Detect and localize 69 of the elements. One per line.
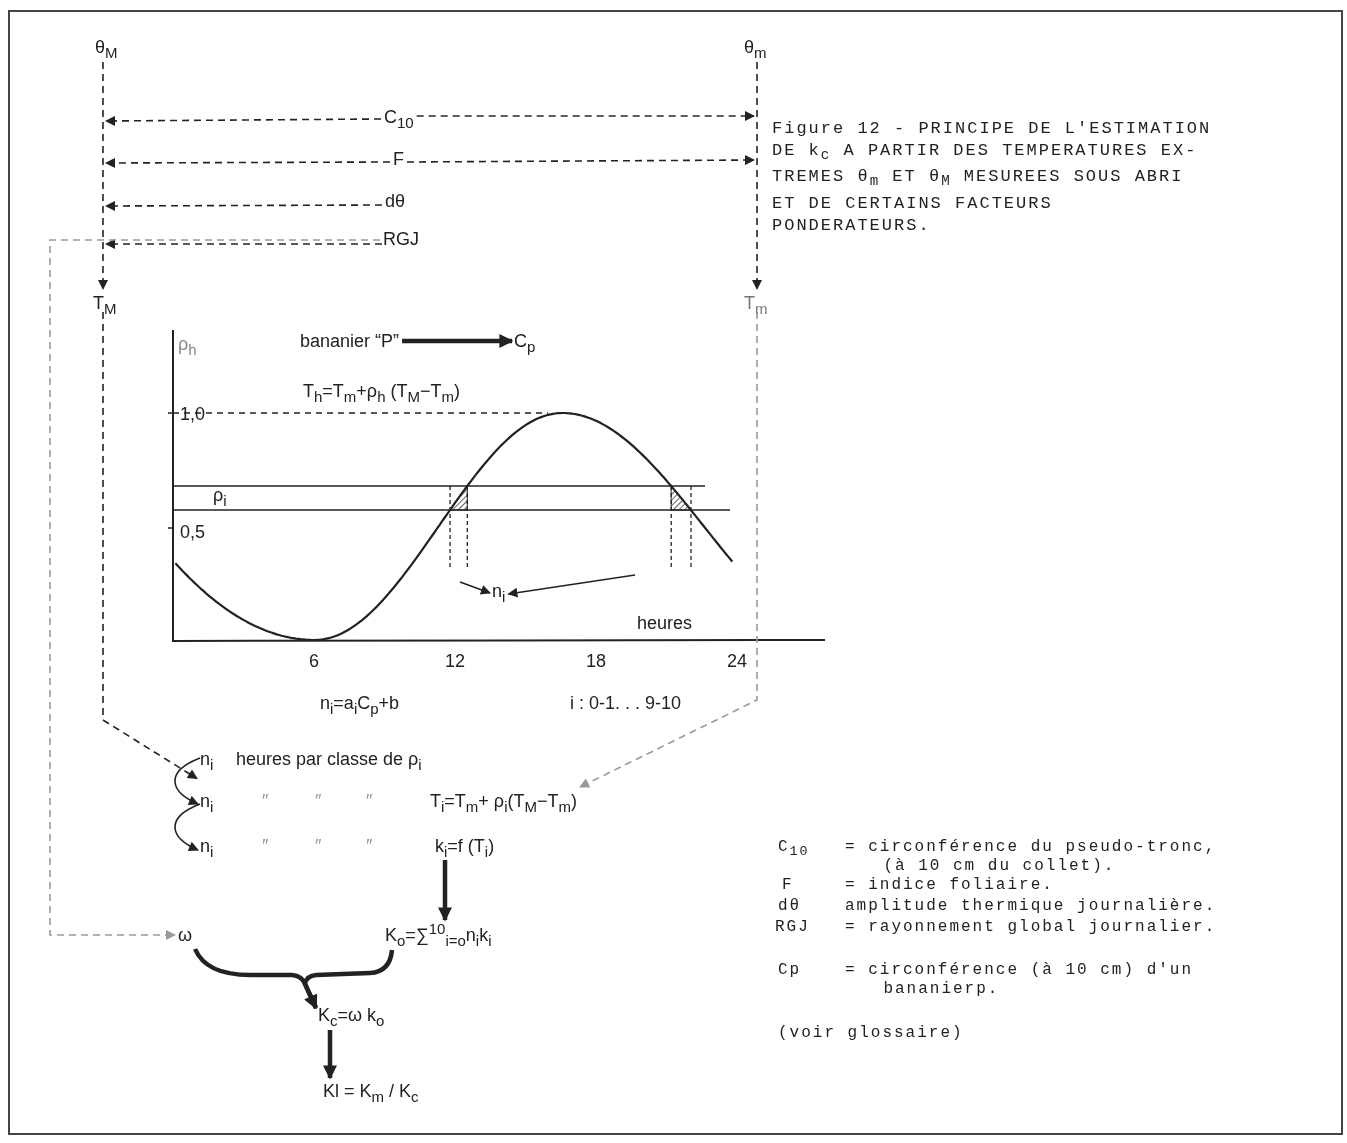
variable-label: n$_{i}$ [200,790,214,818]
glossary-term: F [782,876,794,895]
variable-label: dθ [385,190,406,212]
ditto-mark: ″ [366,835,373,857]
axis-label: heures [637,612,693,634]
tick-label: 18 [586,650,607,672]
variable-label: F [393,148,404,170]
formula: K$_{c}$=ω k$_{o}$ [318,1004,385,1032]
arrow [174,757,201,805]
glossary-definition: = indice foliaire. [845,876,1055,895]
glossary-definition: = circonférence (à 10 cm) d'un bananierp. [845,961,1195,999]
variable-label: ω [178,924,193,946]
tick-label: 24 [727,650,748,672]
description-text: heures par classe de ρ$_{i}$ [236,748,422,775]
ditto-mark: ″ [315,790,322,812]
level-label: ρ$_{i}$ [213,484,227,511]
variable-label: θ$_{M}$ [95,36,118,64]
formula: k$_{i}$=f (T$_{i}$) [435,835,495,863]
tick-label: 0,5 [180,521,206,543]
arrow [174,803,201,851]
ditto-mark: ″ [262,790,269,812]
tick-label: 1,0 [180,403,206,425]
dashed-arrow [579,311,758,788]
ditto-mark: ″ [366,790,373,812]
glossary-term: Cp [778,961,802,980]
figure-caption: Figure 12 - PRINCIPE DE L'ESTIMATION DE k$_{c}$ A PARTIR DES TEMPERATURES EX- TREMES θ$_{m}$ ET θ$_{M}$ MESUREES SOUS ABRI ET DE CERTAINS FACTEURS PONDERATEURS. [772,118,1213,237]
plant-label: bananier “P” [300,330,400,352]
dashed-arrow [406,155,755,166]
axis-label: ρ$_{h}$ [178,333,197,360]
variable-label: n$_{i}$ [200,748,214,776]
tick-label: 12 [445,650,466,672]
ditto-mark: ″ [262,835,269,857]
glossary-term: RGJ [775,918,810,937]
ditto-mark: ″ [315,835,322,857]
formula: K$_{o}$=∑$^{10}$$_{i=o}$n$_{i}$k$_{i}$ [385,918,492,952]
glossary-term: dθ [778,897,802,916]
thick-arrow [323,1030,337,1080]
variable-label: n$_{i}$ [200,835,214,863]
formula: T$_{i}$=T$_{m}$+ ρ$_{i}$(T$_{M}$−T$_{m}$) [430,790,577,818]
arrow [507,574,636,598]
variable-label: RGJ [383,228,419,250]
dashed-arrow [752,61,762,290]
thick-arrow [402,334,514,348]
dashed-arrow [415,111,755,121]
dashed-arrow [102,311,198,780]
glossary-term: C$_{10}$ [778,838,810,862]
formula: T$_{h}$=T$_{m}$+ρ$_{h}$ (T$_{M}$−T$_{m}$) [303,380,460,407]
variable-label: C$_{10}$ [384,106,414,134]
dashed-arrow [49,239,381,940]
dashed-arrow [105,115,382,126]
thick-arrow [438,860,452,922]
glossary-definition: = rayonnement global journalier. [845,918,1218,937]
tick-label: 6 [309,650,319,672]
variable-label: θ$_{m}$ [744,36,767,64]
formula: Kl = K$_{m}$ / K$_{c}$ [323,1080,419,1108]
dashed-arrow [105,239,383,249]
variable-label: T$_{M}$ [93,292,117,320]
glossary-definition: = circonférence du pseudo-tronc, (à 10 cm du collet). [845,838,1218,876]
index-range: i : 0-1. . . 9-10 [570,692,682,714]
dashed-arrow [105,200,383,211]
formula: n$_{i}$=a$_{i}$C$_{p}$+b [320,692,400,719]
variable-label: T$_{m}$ [744,292,768,320]
arrow [459,581,491,595]
dashed-arrow [105,157,391,168]
variable-label: n$_{i}$ [492,580,506,608]
note-text: (voir glossaire) [778,1024,964,1043]
glossary-definition: amplitude thermique journalière. [845,897,1218,916]
variable-label: C$_{p}$ [514,330,536,358]
dashed-arrow [98,61,108,290]
